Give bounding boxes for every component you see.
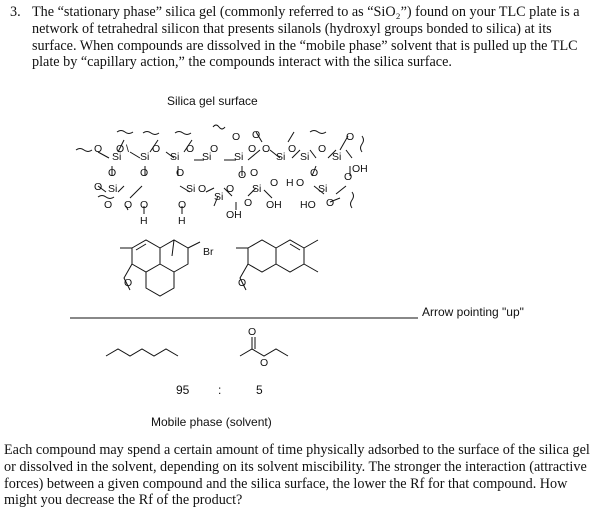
svg-text:O: O [124, 199, 132, 211]
svg-text:O: O [262, 143, 270, 155]
followup-paragraph: Each compound may spend a certain amount… [4, 442, 590, 509]
svg-text:Si: Si [112, 151, 121, 163]
svg-text:O: O [198, 183, 206, 195]
svg-text:O: O [326, 197, 334, 209]
svg-text:O: O [94, 143, 102, 155]
svg-text:O: O [178, 199, 186, 211]
svg-text:O: O [244, 197, 252, 209]
ratio-separator: : [218, 383, 222, 397]
svg-text:O: O [186, 143, 194, 155]
svg-text:H: H [178, 215, 186, 227]
svg-text:O: O [346, 131, 354, 143]
question-paragraph: 3. The “stationary phase” silica gel (co… [10, 4, 595, 71]
svg-text:Si: Si [332, 151, 341, 163]
svg-text:OH: OH [226, 209, 242, 221]
silica-network [75, 124, 364, 214]
svg-text:Si: Si [170, 151, 179, 163]
question-number: 3. [10, 4, 21, 20]
wavy-bond-top-1 [116, 130, 134, 134]
oxygen-atom-1: O [124, 277, 132, 289]
svg-text:HO: HO [300, 199, 316, 211]
svg-text:O: O [248, 143, 256, 155]
svg-text:O: O [116, 143, 124, 155]
svg-text:Si: Si [202, 151, 211, 163]
svg-text:Si: Si [276, 151, 285, 163]
svg-text:Si: Si [186, 183, 195, 195]
svg-text:O: O [310, 167, 318, 179]
svg-text:OH: OH [352, 163, 368, 175]
hexane-molecule [105, 348, 179, 357]
question-text: The “stationary phase” silica gel (commo… [32, 4, 580, 71]
svg-text:O: O [104, 199, 112, 211]
svg-text:O: O [250, 167, 258, 179]
wavy-bond-right-2 [350, 191, 354, 209]
svg-text:O: O [140, 167, 148, 179]
svg-text:\: \ [126, 143, 129, 155]
svg-text:Si: Si [214, 191, 223, 203]
wavy-bond-top-3 [174, 131, 192, 135]
svg-text:O: O [152, 143, 160, 155]
ratio-right: 5 [256, 383, 263, 397]
svg-text:Si: Si [108, 183, 117, 195]
svg-text:O: O [318, 143, 326, 155]
wavy-bond-bottom-left [97, 195, 115, 199]
mobile-phase-label: Mobile phase (solvent) [151, 415, 272, 429]
svg-text:Si: Si [252, 183, 261, 195]
svg-text:O: O [140, 199, 148, 211]
svg-text:O: O [94, 181, 102, 193]
svg-text:H: H [140, 215, 148, 227]
svg-text:O: O [270, 177, 278, 189]
svg-text:O: O [296, 177, 304, 189]
svg-text:O: O [238, 169, 246, 181]
svg-text:O: O [232, 131, 240, 143]
svg-text:O: O [344, 171, 352, 183]
svg-text:O: O [108, 167, 116, 179]
ester-oxygen: O [260, 357, 268, 369]
arrow-label: Arrow pointing "up" [422, 305, 524, 319]
compound-bromo-diene [120, 239, 201, 297]
ethyl-acetate-molecule [239, 337, 289, 357]
svg-text:Si: Si [300, 151, 309, 163]
svg-text:Si: Si [140, 151, 149, 163]
svg-text:Si: Si [318, 183, 327, 195]
bromine-atom: Br [203, 246, 214, 258]
wavy-bond-top-2 [142, 131, 160, 135]
carbonyl-oxygen: O [248, 326, 256, 338]
svg-text:O: O [210, 143, 218, 155]
wavy-bond-right-1 [360, 135, 364, 153]
wavy-bond-top-5 [309, 130, 327, 134]
compound-diene [236, 239, 319, 291]
svg-text:O: O [176, 167, 184, 179]
svg-text:H: H [286, 177, 294, 189]
svg-text:Si: Si [234, 151, 243, 163]
svg-text:O: O [288, 143, 296, 155]
silica-gel-label: Silica gel surface [167, 94, 258, 108]
svg-text:O: O [226, 183, 234, 195]
svg-text:O: O [252, 129, 260, 141]
wavy-bond-left [75, 148, 93, 152]
wavy-bond-top-4 [212, 124, 226, 130]
ratio-left: 95 [176, 383, 190, 397]
svg-text:OH: OH [266, 199, 282, 211]
oxygen-atom-2: O [238, 277, 246, 289]
